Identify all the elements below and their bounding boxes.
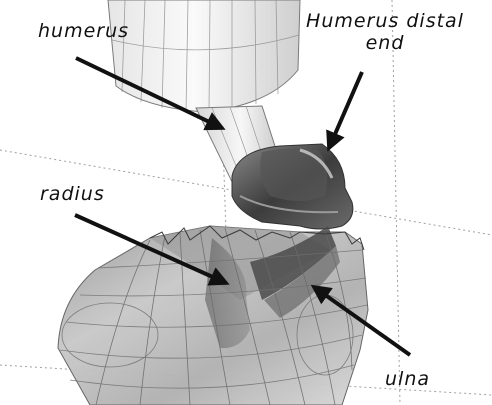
humerus-shaft <box>108 0 300 112</box>
label-humerus-distal-end-line2: end <box>285 32 485 54</box>
label-humerus-distal-end: Humerus distal end <box>285 10 485 54</box>
label-radius: radius <box>40 183 105 205</box>
humerus-distal-end <box>232 144 353 229</box>
label-humerus-distal-end-line1: Humerus distal <box>285 10 485 32</box>
forearm-mesh <box>58 226 368 405</box>
arrow-humerus-distal-end <box>329 72 362 148</box>
label-ulna: ulna <box>385 368 430 390</box>
label-humerus: humerus <box>38 20 129 42</box>
